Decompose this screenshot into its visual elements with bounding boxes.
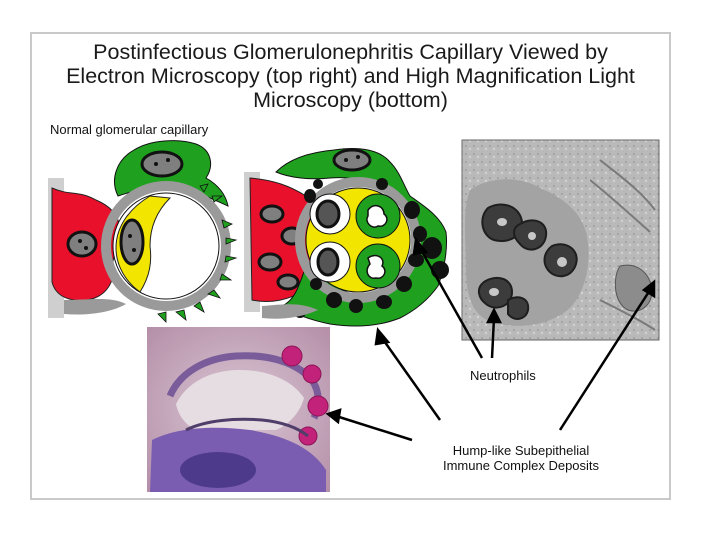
normal-endothelial-nucleus: [121, 220, 143, 264]
normal-bottom-membrane-tail: [64, 299, 126, 315]
lm-dark-nucleus: [180, 452, 256, 488]
normal-mesangial-nucleus: [68, 232, 96, 256]
diseased-podocyte-nucleus: [334, 150, 370, 170]
electron-micrograph: [462, 140, 659, 340]
normal-capillary-diagram: [48, 141, 236, 322]
arrow-hump-to-lm: [336, 416, 412, 440]
diseased-capillary-diagram: [244, 149, 449, 327]
normal-podocyte-nucleus: [142, 152, 182, 176]
light-micrograph: [147, 327, 330, 492]
arrow-hump-to-diagram: [382, 338, 440, 420]
arrowhead-hump-diagram: [376, 330, 388, 344]
